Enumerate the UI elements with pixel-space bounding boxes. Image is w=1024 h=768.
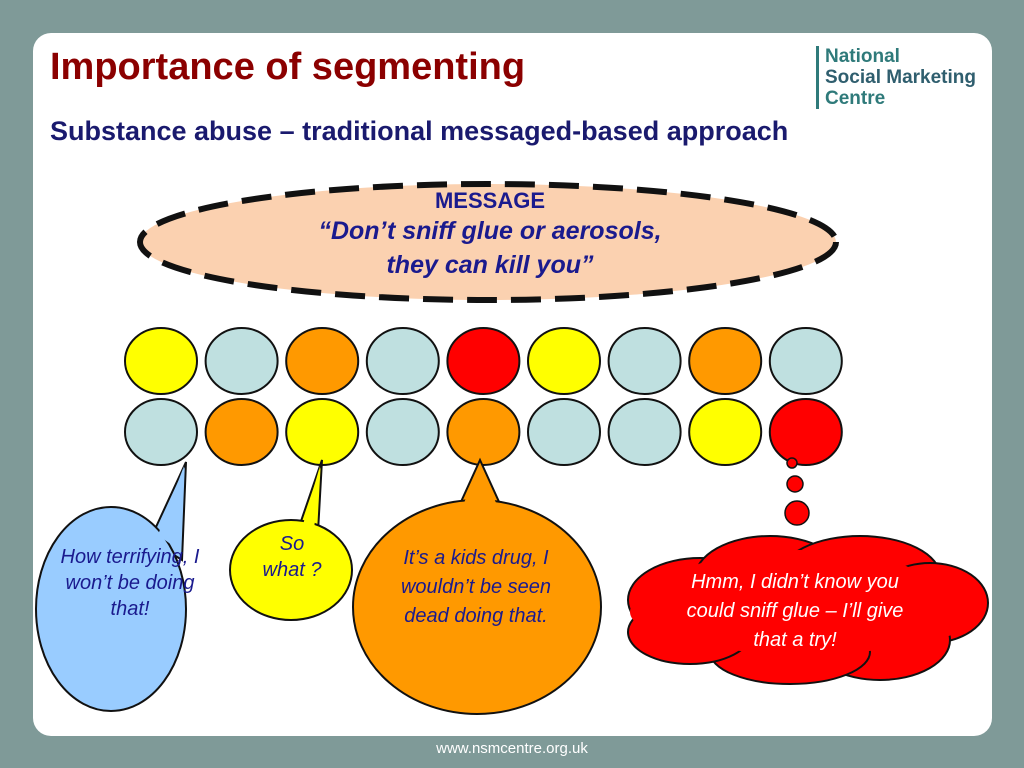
message-quote: “Don’t sniff glue or aerosols, they can … (300, 214, 680, 282)
thought-cloud-fill-2 (680, 550, 920, 610)
bubble-3-tail-fill (460, 466, 500, 512)
logo-line-2: Social Marketing (825, 67, 976, 88)
thought-dot-large (784, 500, 810, 526)
message-quote-line-2: they can kill you” (386, 251, 594, 279)
audience-circle-lightblue (365, 327, 440, 395)
audience-circles (124, 327, 843, 466)
slide-title: Importance of segmenting (50, 46, 526, 88)
audience-circle-lightblue (365, 398, 440, 466)
audience-circle-yellow (527, 327, 601, 395)
bubble-1-tail-fill (158, 466, 184, 548)
logo-line-3: Centre (825, 88, 886, 109)
audience-circle-lightblue (768, 327, 843, 395)
audience-circle-red (446, 327, 521, 395)
bubble-2-text: So what ? (262, 533, 322, 581)
slide-subtitle: Substance abuse – traditional messaged-b… (50, 116, 789, 146)
nsmc-logo: National Social Marketing Centre (816, 46, 976, 109)
speech-bubble-2 (229, 459, 353, 621)
audience-circle-orange (446, 398, 521, 466)
audience-circle-orange (285, 327, 360, 395)
bubble-3-text: It’s a kids drug, I wouldn’t be seen dea… (400, 547, 552, 627)
bubble-2-body (229, 519, 353, 621)
audience-circle-orange (204, 398, 279, 466)
bubble-1-text: How terrifying, I won’t be doing that! (60, 546, 200, 620)
audience-circle-orange (688, 327, 763, 395)
message-text: MESSAGE “Don’t sniff glue or aerosols, t… (300, 188, 680, 282)
audience-circle-yellow (285, 398, 360, 466)
speech-bubble-3 (352, 457, 602, 715)
message-ellipse (137, 181, 839, 303)
speech-bubble-1 (35, 461, 187, 712)
audience-circle-lightblue (607, 398, 682, 466)
audience-circle-lightblue (204, 327, 279, 395)
audience-circle-yellow (688, 398, 763, 466)
audience-circle-red (768, 398, 843, 466)
audience-circle-lightblue (607, 327, 682, 395)
logo-line-1: National (825, 46, 900, 67)
thought-dot-small (786, 457, 798, 469)
thought-dot-medium (786, 475, 804, 493)
audience-circle-lightblue (527, 398, 601, 466)
thought-bubble-4 (627, 457, 989, 685)
audience-circle-yellow (124, 327, 198, 395)
message-quote-line-1: “Don’t sniff glue or aerosols, (318, 217, 662, 245)
bubble-2-tail-fill (302, 466, 320, 530)
audience-circle-lightblue (124, 398, 198, 466)
bubble-4-text: Hmm, I didn’t know you could sniff glue … (686, 571, 904, 651)
bubble-1-body (35, 506, 187, 712)
message-label: MESSAGE (434, 188, 546, 213)
footer-url: www.nsmcentre.org.uk (436, 740, 588, 757)
